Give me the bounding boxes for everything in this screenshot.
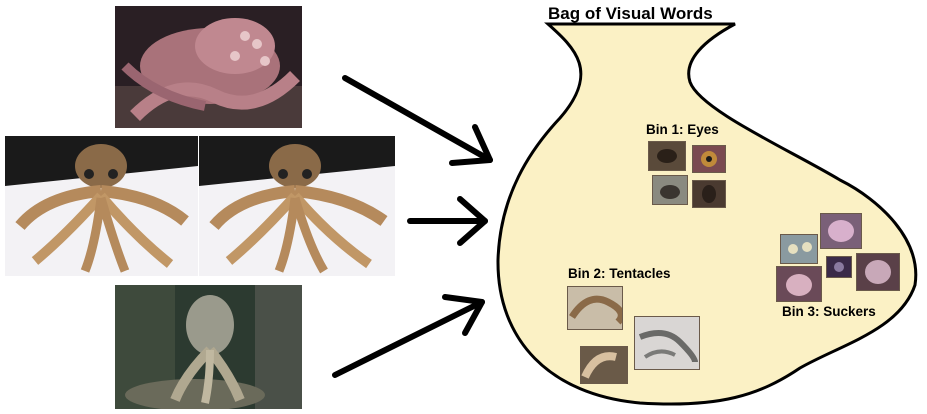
- eye-patch-2: [692, 145, 726, 173]
- bin-label-eyes: Bin 1: Eyes: [646, 122, 719, 137]
- bin-label-tentacles: Bin 2: Tentacles: [568, 266, 671, 281]
- arrow-top: [342, 75, 493, 166]
- sucker-patch-1: [780, 234, 818, 264]
- bin-label-suckers: Bin 3: Suckers: [782, 304, 876, 319]
- input-image-octopus-4: [115, 285, 302, 409]
- sucker-patch-4: [826, 256, 852, 278]
- tentacle-patch-1: [567, 286, 623, 330]
- input-image-octopus-2: [5, 136, 198, 276]
- sucker-patch-3: [776, 266, 822, 302]
- sucker-patch-5: [856, 253, 900, 291]
- eye-patch-3: [652, 175, 688, 205]
- bag-title: Bag of Visual Words: [548, 4, 713, 23]
- eye-patch-4: [692, 180, 726, 208]
- tentacle-patch-2: [634, 316, 700, 370]
- arrow-middle: [407, 196, 488, 246]
- tentacle-patch-3: [580, 346, 628, 384]
- input-image-octopus-1: [115, 6, 302, 128]
- input-image-octopus-3: [199, 136, 395, 276]
- sucker-patch-2: [820, 213, 862, 249]
- arrow-bottom: [332, 294, 485, 378]
- eye-patch-1: [648, 141, 686, 171]
